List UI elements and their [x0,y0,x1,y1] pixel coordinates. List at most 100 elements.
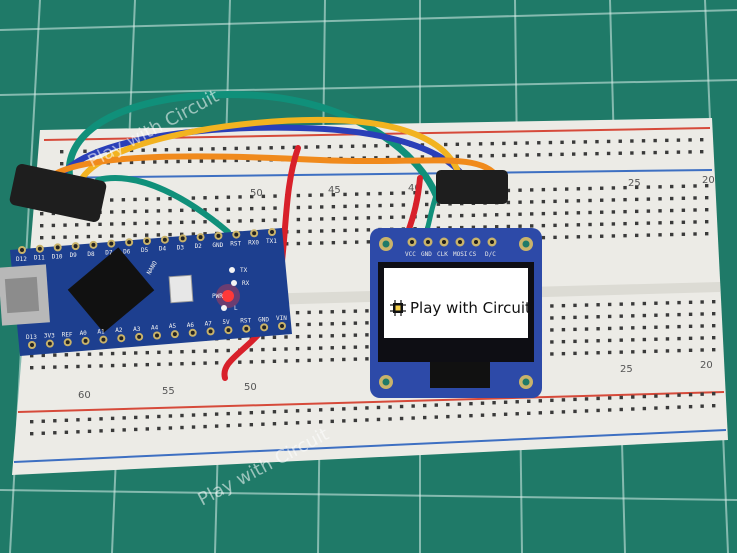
breadboard-hole [343,216,347,221]
breadboard-hole [573,351,577,356]
oled-pin-hole [442,240,446,244]
breadboard-hole [261,422,265,426]
breadboard-hole [444,142,448,147]
breadboard-hole [141,160,145,164]
breadboard-hole [121,222,126,226]
breadboard-hole [619,314,623,318]
breadboard-hole [572,140,576,144]
breadboard-hole [203,196,207,200]
nano-pin-hole [73,244,78,249]
breadboard-hole [595,151,599,156]
oled-pin-hole [426,240,430,244]
breadboard-hole [561,339,566,344]
breadboard-hole [471,225,476,230]
breadboard-hole [700,404,704,408]
nano-pin-label: D11 [34,255,45,262]
breadboard-hole [527,399,531,403]
breadboard-hole [238,423,242,427]
breadboard-hole [561,410,566,414]
breadboard-hole [316,145,320,149]
breadboard-hole [75,235,79,239]
breadboard-hole [676,138,681,142]
breadboard-hole [573,339,577,344]
breadboard-hole [541,199,546,204]
breadboard-hole [413,191,417,195]
breadboard-hole [635,185,639,190]
breadboard-hole [261,206,266,211]
nano-pin-hole [65,340,70,345]
breadboard-hole [658,221,662,225]
breadboard-hole [168,426,173,430]
nano-pin-label: D6 [123,248,131,255]
breadboard-hole [550,316,554,320]
breadboard-hole [478,142,483,146]
breadboard-hole [630,139,634,143]
breadboard-hole [513,141,518,145]
bb-number-top-20: 20 [702,175,715,186]
breadboard-hole [641,151,646,155]
breadboard-hole [168,208,172,213]
bb-number-bottom-50: 50 [244,382,257,393]
breadboard-hole [401,191,406,195]
breadboard-hole [588,186,592,191]
breadboard-hole [296,229,301,234]
breadboard-hole [308,193,312,197]
breadboard-hole [513,153,518,157]
nano-pin-label: A3 [133,326,141,333]
breadboard-hole [573,315,577,320]
breadboard-hole [588,222,592,227]
breadboard-hole [353,345,358,349]
breadboard-hole [176,159,180,164]
breadboard-hole [168,350,173,354]
breadboard-hole [576,235,581,239]
breadboard-hole [327,144,332,149]
breadboard-hole [390,203,394,207]
breadboard-hole [642,325,647,330]
breadboard-hole [98,234,102,238]
breadboard-hole [284,359,288,363]
breadboard-hole [576,211,581,215]
breadboard-hole [350,144,355,148]
breadboard-hole [365,333,369,337]
nano-pin-label: 5V [222,319,230,326]
breadboard-hole [550,328,554,332]
nano-pin-hole [127,240,132,245]
bb-number-bottom-55: 55 [162,386,175,397]
breadboard-hole [565,187,569,191]
nano-pin-hole [172,332,177,337]
breadboard-hole [600,186,604,190]
breadboard-hole [249,422,254,427]
breadboard-hole [374,156,378,160]
breadboard-hole [365,309,369,313]
nano-pin-hole [190,330,195,335]
breadboard-hole [272,347,277,351]
oled-pin-hole [458,240,462,244]
breadboard-hole [376,417,381,422]
breadboard-hole [320,229,324,233]
breadboard-hole [99,417,103,421]
reset-button[interactable] [168,274,194,304]
breadboard-hole [388,417,392,421]
breadboard-hole [670,232,674,237]
breadboard-hole [249,348,254,352]
breadboard-hole [693,220,697,224]
nano-pin-hole [162,237,167,242]
breadboard-hole [541,211,546,216]
breadboard-hole [99,364,103,368]
nano-pin-hole [91,242,96,247]
bb-number-top-25: 25 [628,178,641,189]
breadboard-hole [203,349,207,353]
breadboard-hole [503,412,508,416]
nano-pin-hole [180,236,185,241]
breadboard-hole [619,350,623,354]
breadboard-hole [506,200,511,205]
breadboard-hole [261,218,266,223]
breadboard-hole [366,192,371,196]
breadboard-hole [374,144,378,148]
breadboard-hole [284,347,288,351]
breadboard-hole [677,336,681,341]
nano-pin-hole [145,239,149,243]
wire-green [65,90,442,204]
breadboard-hole [133,197,137,202]
breadboard-hole [63,235,67,239]
